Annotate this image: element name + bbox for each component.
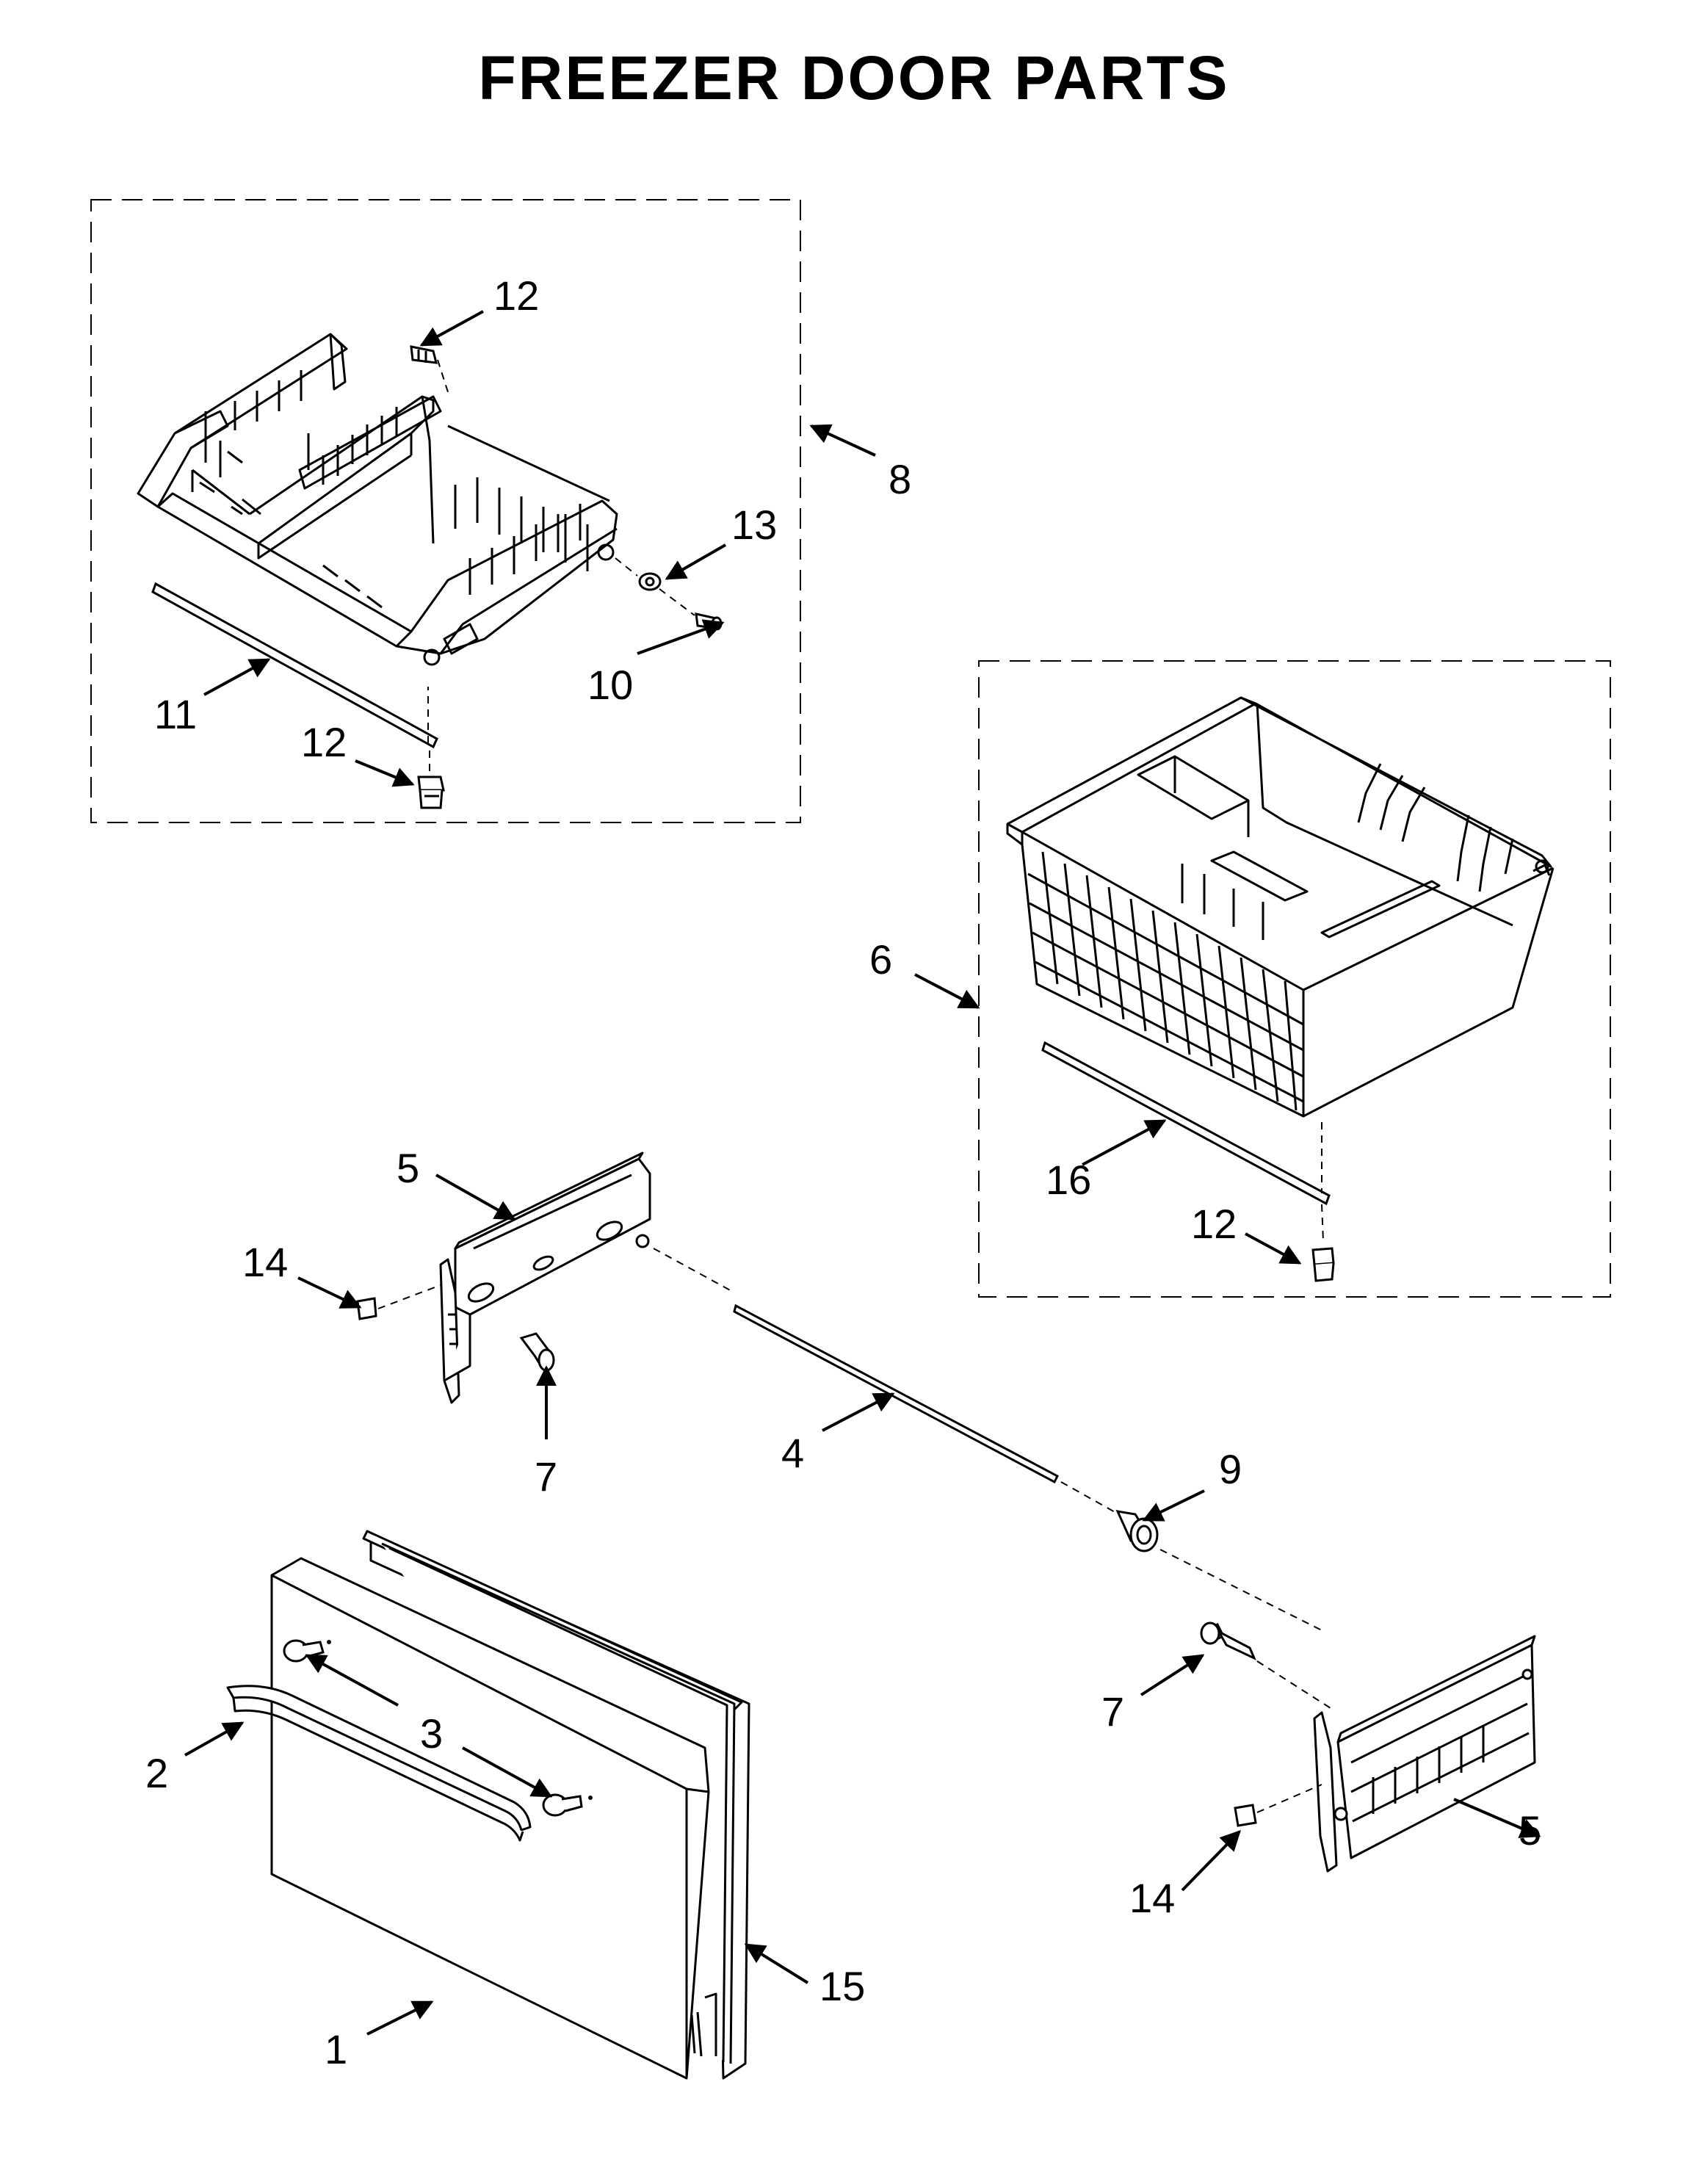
callout-label: 11 [154,691,197,737]
lower-basket-assembly [1006,696,1555,1118]
screw-hole [588,1796,593,1800]
callout-label: 16 [1046,1157,1091,1203]
handle-screw-upper [283,1639,325,1663]
right-screw-7 [1200,1621,1256,1661]
door-handle [226,1685,532,1842]
callout-label: 5 [397,1145,419,1191]
part-leader-dashed [437,359,450,397]
part-leader-dashed [659,588,695,616]
part-leader-dashed [377,1284,441,1309]
right-stop-clip-14 [1234,1804,1257,1827]
part-leader-dashed [1256,1784,1322,1813]
callout-label: 4 [781,1430,804,1476]
screw-12-lower [417,775,445,809]
upper-drawer-assembly [137,333,618,666]
callout-label: 2 [145,1750,168,1796]
washer-13 [638,572,662,591]
callout-label: 15 [819,1963,865,2009]
callout-label: 5 [1519,1807,1541,1854]
callout-label: 12 [493,272,539,319]
callout-label: 10 [587,662,633,708]
part-leader-dashed [1321,1204,1324,1242]
screw-12-basket [1311,1247,1335,1282]
callout-label: 8 [889,456,911,502]
callout-label: 13 [731,502,777,548]
part-leader-dashed [1256,1660,1331,1709]
part-leader-dashed [653,1248,735,1293]
page-title: FREEZER DOOR PARTS [478,43,1230,112]
callout-labels: 12 8 13 10 11 12 6 16 12 5 14 7 4 9 7 3 … [145,272,1541,2072]
connecting-rod [733,1304,1059,1484]
callout-label: 6 [869,936,892,983]
left-slide-rail [439,1151,651,1404]
callout-label: 3 [420,1710,443,1757]
left-screw-7 [519,1332,555,1372]
screw-hole [327,1640,331,1644]
part-leader-dashed [615,557,638,576]
right-slide-rail [1313,1635,1536,1873]
callout-label: 7 [535,1453,557,1500]
handle-screw-lower [542,1793,583,1817]
drawer-glide-strip [151,582,438,749]
callout-label: 14 [242,1239,288,1285]
callout-label: 7 [1101,1688,1124,1735]
callout-label: 9 [1219,1446,1242,1492]
group-box-upper-drawer [90,199,801,823]
callout-label: 12 [301,719,347,765]
callout-label: 14 [1129,1875,1175,1921]
callout-label: 1 [325,2026,347,2072]
part-leader-dashed [1060,1481,1117,1514]
part-leader-dashed [1159,1549,1322,1631]
group-box-lower-basket [978,660,1611,1298]
screw-12-upper [410,345,438,364]
callout-arrows [184,310,1541,2036]
callout-label: 12 [1191,1201,1237,1247]
left-stop-clip-14 [356,1297,377,1320]
basket-glide-strip [1041,1041,1331,1206]
